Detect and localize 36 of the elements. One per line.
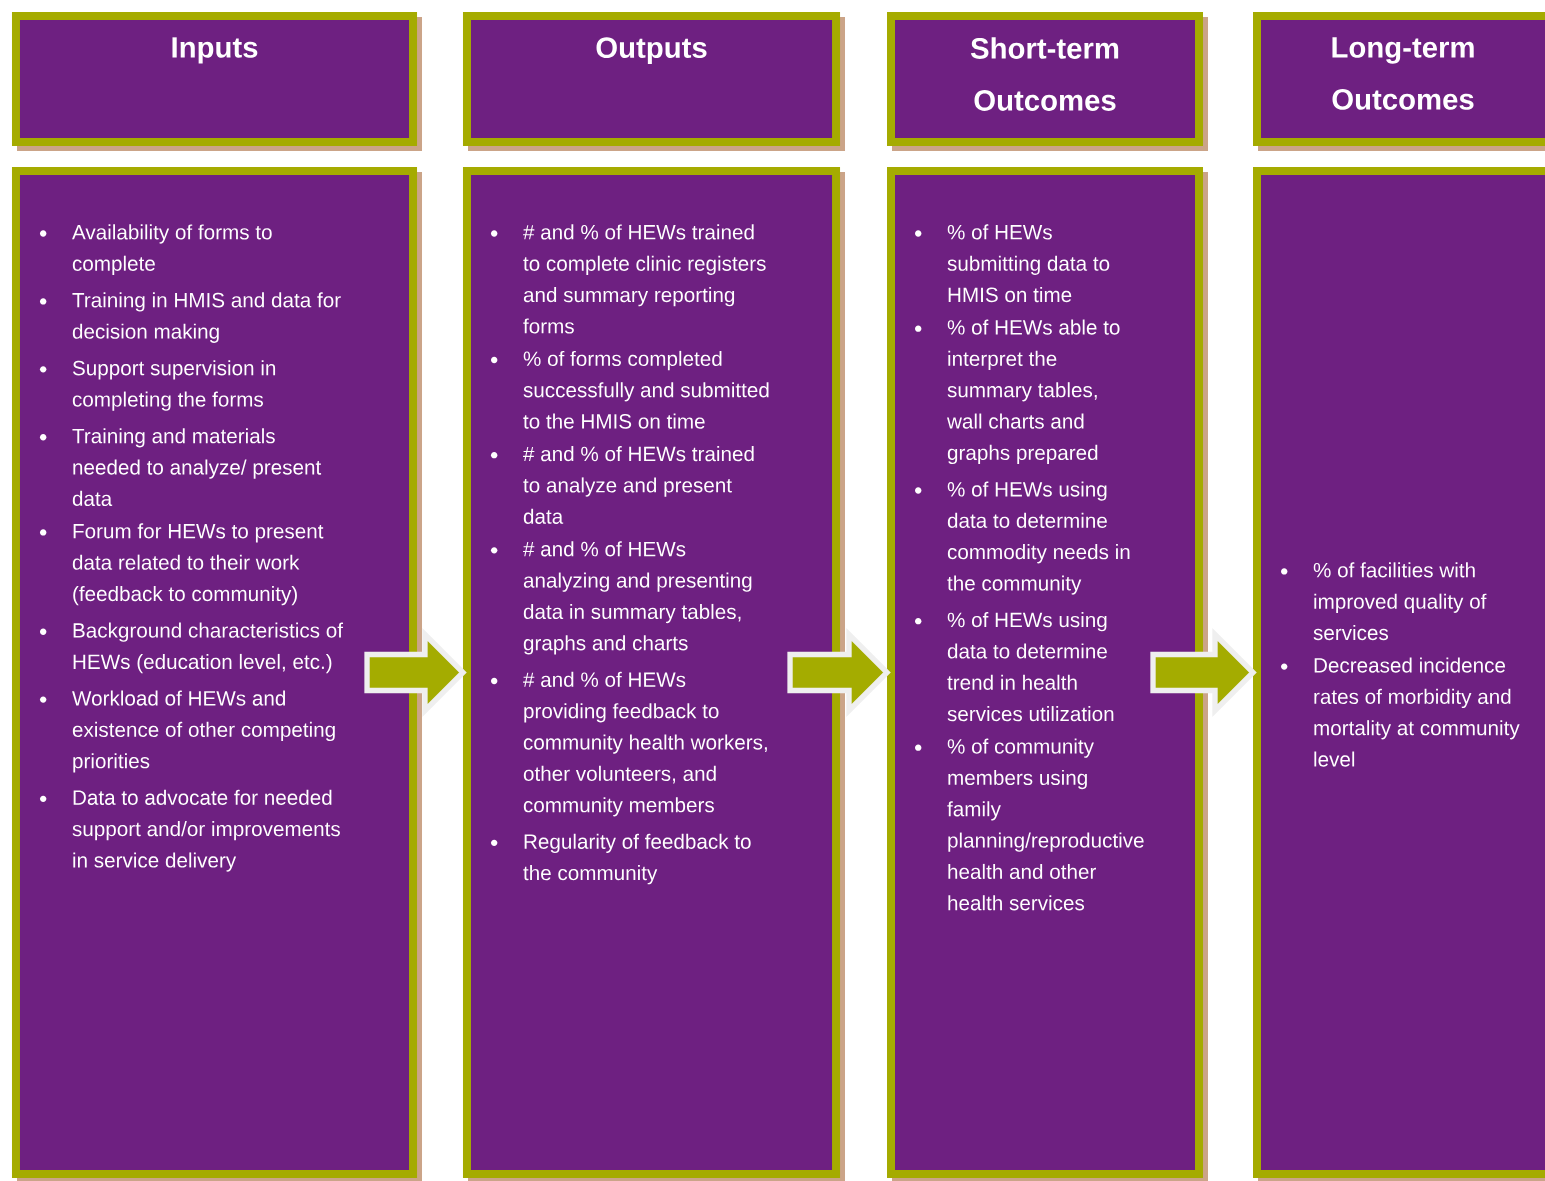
bullet-item: % of HEWs using data to determine commodity needs in the community [947,481,1130,595]
column-heading: Long-term Outcomes [1332,37,1474,110]
column-box [887,167,1208,1181]
header-box [1253,12,1545,151]
bullet-item: Data to advocate for needed support and/or improvements in service delivery [72,789,340,872]
column-heading: Inputs [172,37,258,64]
bullet-item: % of forms completed successfully and submitted to the HMIS on time [523,350,769,429]
column-heading: Short-term Outcomes [970,37,1119,111]
column-box [463,167,845,1181]
bullet-item: # and % of HEWs trained to analyze and present data [523,446,754,524]
bullet-item: Regularity of feedback to the community [523,833,751,885]
bullet-item: Forum for HEWs to present data related to their work (feedback to community) [72,523,324,606]
bullet-item: Decreased incidence rates of morbidity and mortality at community level [1314,657,1520,767]
bullet-item: Workload of HEWs and existence of other competing priorities [72,690,335,773]
header-box [887,12,1208,151]
bullet-item: Availability of forms to complete [72,224,272,275]
bullet-item: # and % of HEWs analyzing and presenting data in summary tables, graphs and charts [523,541,752,655]
block-arrow [787,628,891,717]
block-arrow [1150,628,1257,717]
header-box [12,12,422,151]
bullet-item: % of facilities with improved quality of services [1313,562,1487,641]
bullet-item: % of HEWs using data to determine trend in health services utilization [947,612,1114,722]
header-box [463,12,845,151]
column-heading: Outputs [596,37,707,64]
bullet-item: % of HEWs submitting data to HMIS on time [947,224,1110,303]
block-arrow [364,628,467,717]
bullet-item: Support supervision in completing the forms [72,360,276,411]
bullet-item: # and % of HEWs providing feedback to community health workers, other volunteers, and community members [523,671,767,817]
column-box [12,167,422,1181]
column-box [1253,167,1545,1181]
bullet-item: % of community members using family planning/reproductive health and other health services [947,738,1144,911]
bullet-item: Training and materials needed to analyze/ present data [72,428,322,506]
bullet-item: Training in HMIS and data for decision making [72,292,341,343]
bullet-item: Background characteristics of HEWs (education level, etc.) [73,622,344,674]
bullet-item: % of HEWs able to interpret the summary tables, wall charts and graphs prepared [947,319,1120,465]
bullet-item: # and % of HEWs trained to complete clinic registers and summary reporting forms [523,224,766,334]
